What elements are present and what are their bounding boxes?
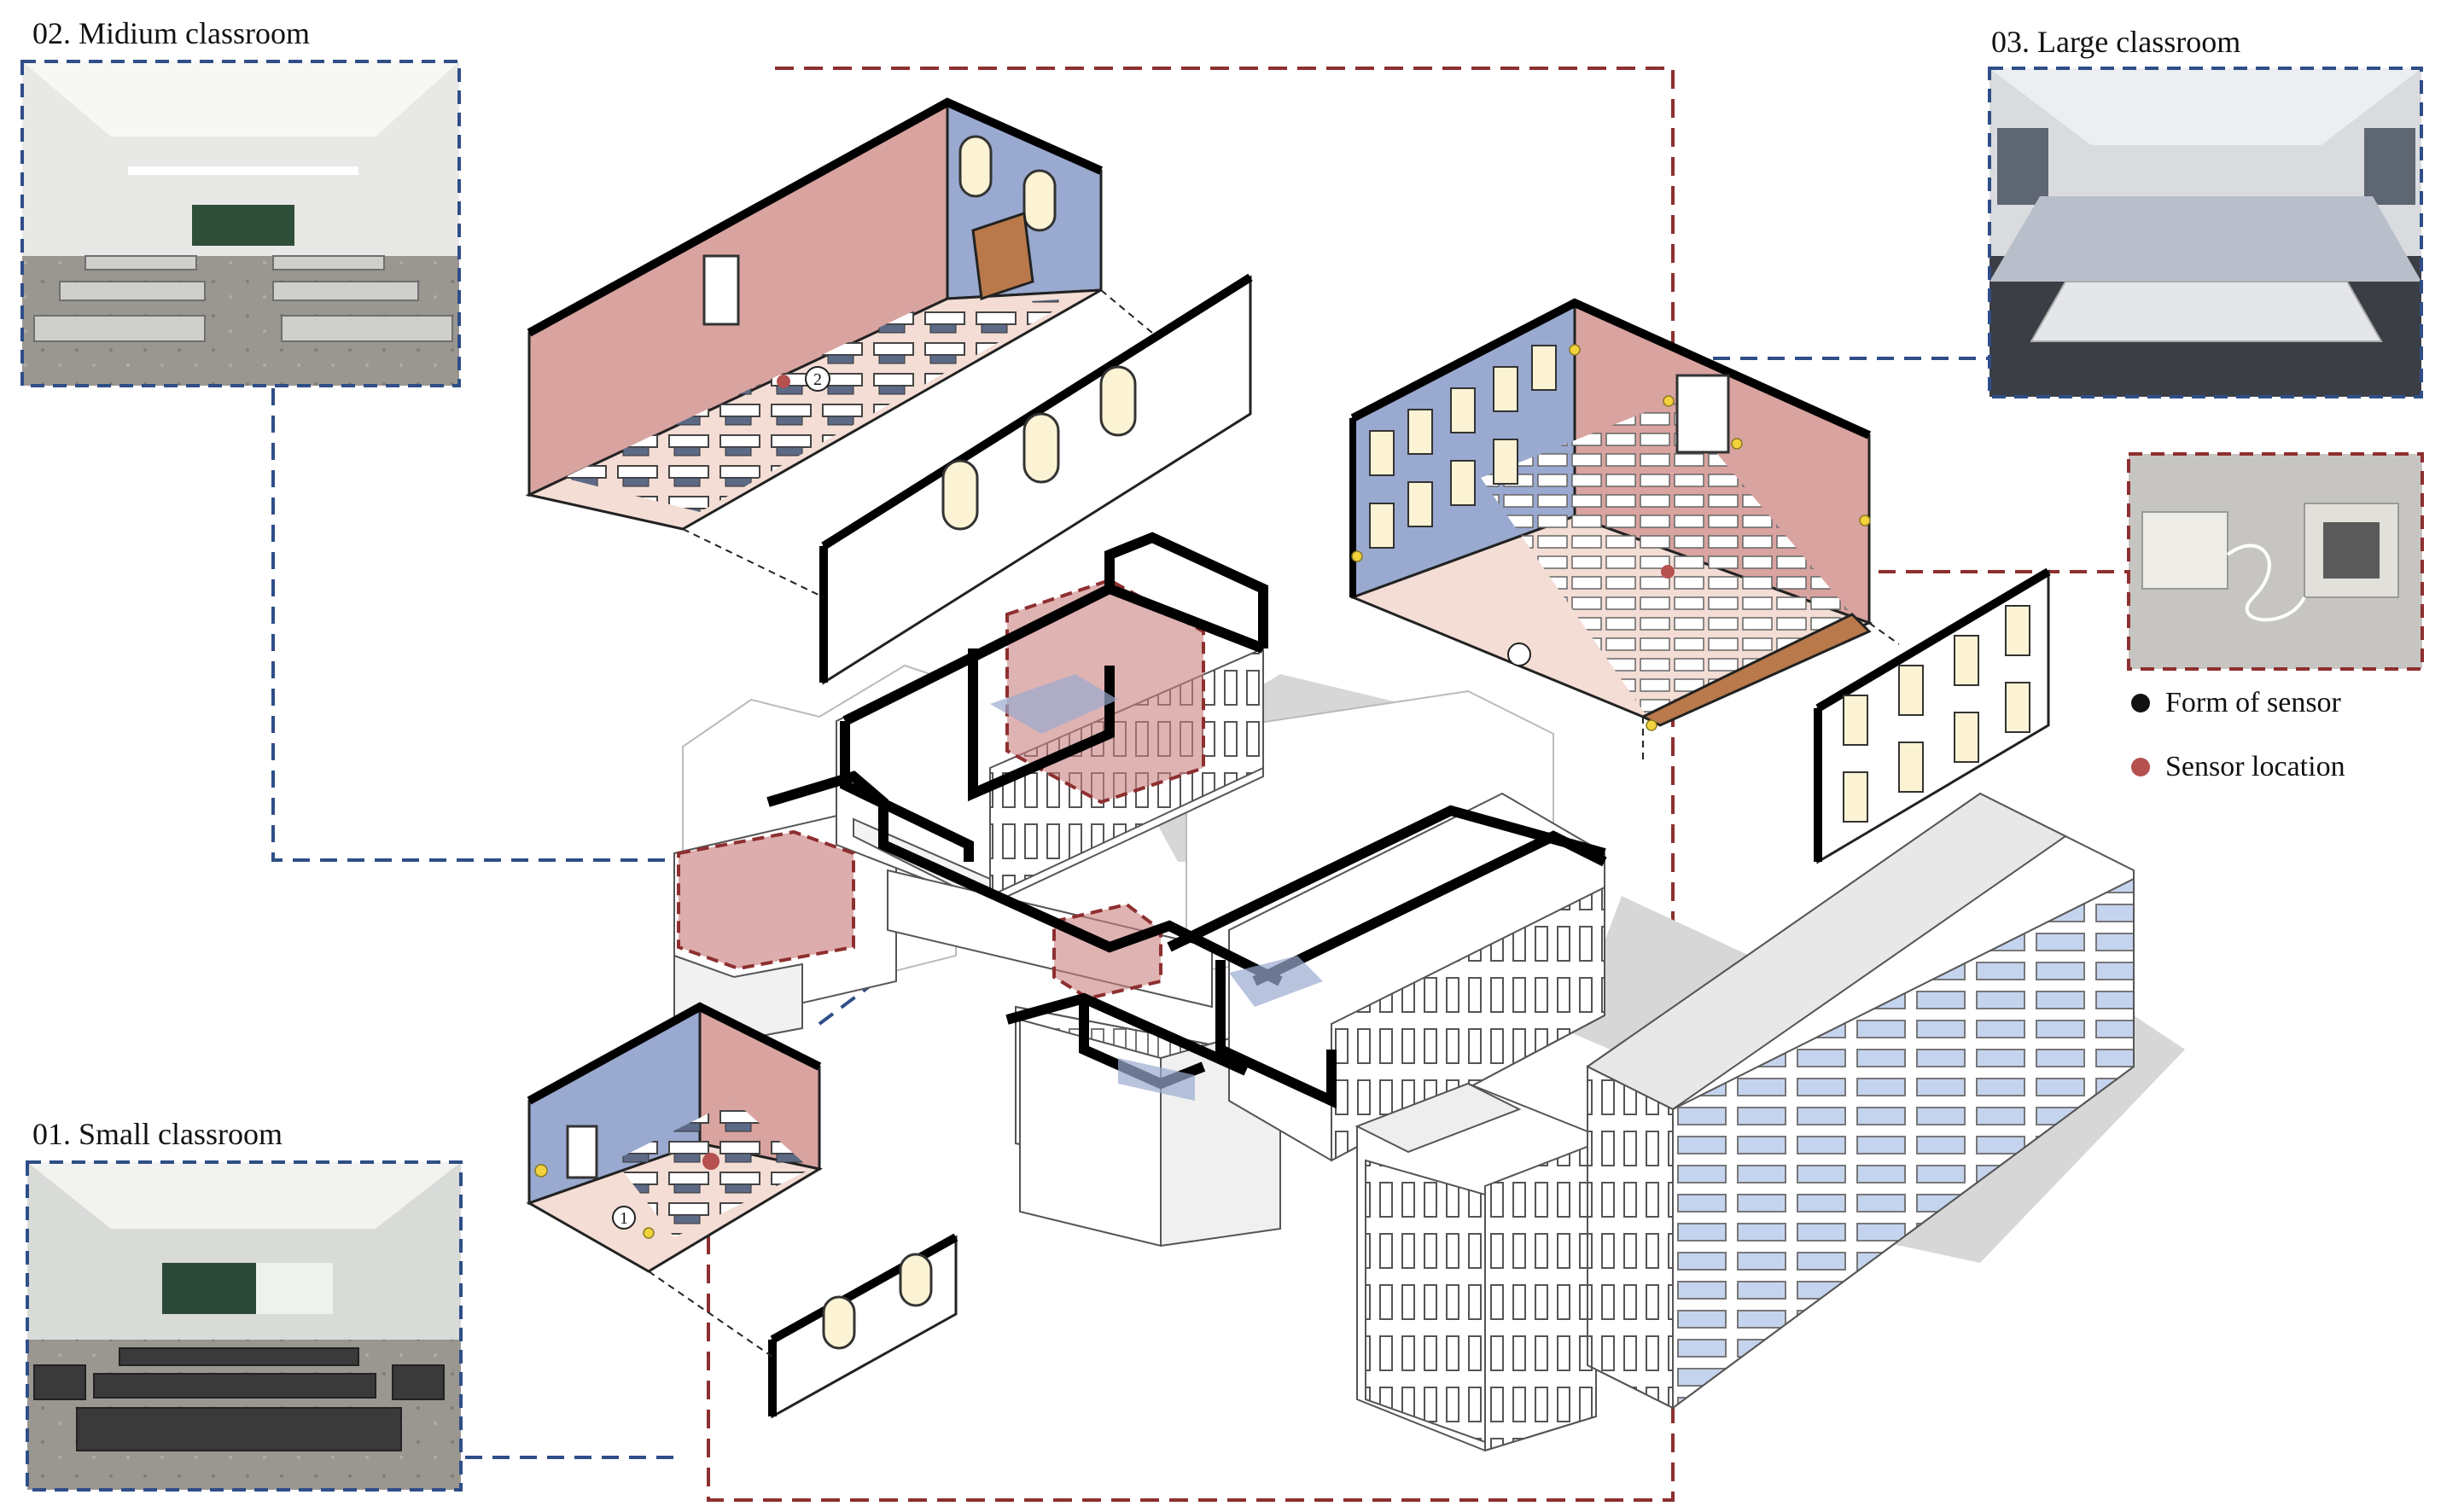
small-classroom-model xyxy=(526,1002,958,1419)
main-building-frame xyxy=(707,67,1675,1502)
large-classroom-model xyxy=(1349,298,2051,864)
black-dot-icon xyxy=(2131,694,2150,712)
small-classroom-label: 01. Small classroom xyxy=(32,1117,283,1151)
medium-classroom-label: 02. Midium classroom xyxy=(32,16,310,50)
sensor-device-photo xyxy=(2127,452,2424,671)
medium-sensor xyxy=(777,366,830,392)
large-sensors xyxy=(1351,344,1871,731)
small-sensors xyxy=(534,1153,719,1239)
courtyards xyxy=(990,674,1323,1101)
legend-sensor-location: Sensor location xyxy=(2131,751,2345,783)
small-classroom-photo xyxy=(26,1160,463,1492)
plan-walls xyxy=(766,532,1607,1109)
red-dot-icon xyxy=(2131,758,2150,776)
medium-classroom-photo xyxy=(20,60,461,387)
large-classroom-photo xyxy=(1988,67,2423,398)
legend-form-of-sensor-label: Form of sensor xyxy=(2165,687,2341,718)
marker-2: 2 xyxy=(813,370,822,389)
legend-form-of-sensor: Form of sensor xyxy=(2131,687,2341,719)
marker-1: 1 xyxy=(620,1209,628,1228)
legend-sensor-location-label: Sensor location xyxy=(2165,751,2345,782)
large-classroom-label: 03. Large classroom xyxy=(1991,25,2241,59)
medium-classroom-model xyxy=(525,97,1253,685)
